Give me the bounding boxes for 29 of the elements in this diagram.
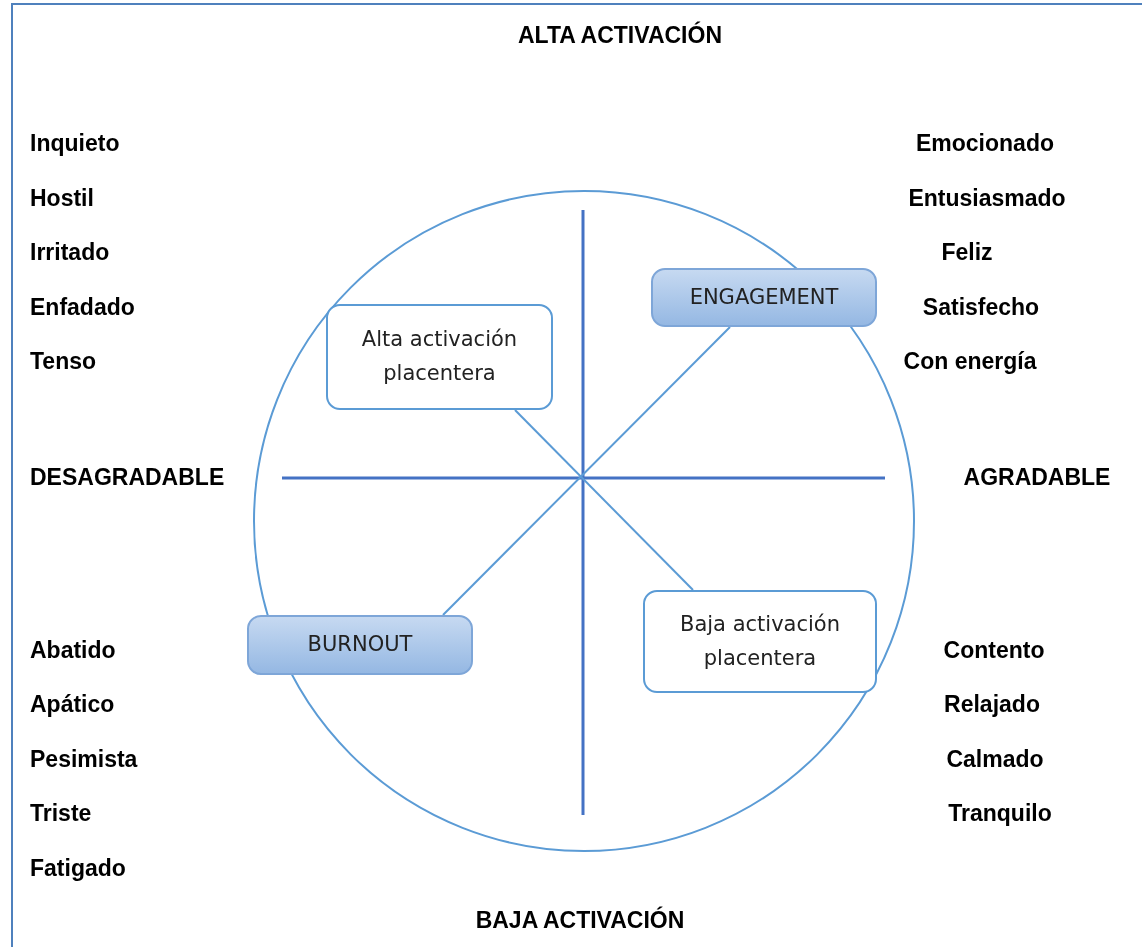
emotion-label: Relajado [944, 692, 1040, 718]
connector-line [514, 409, 694, 591]
emotion-label: Abatido [30, 638, 116, 664]
emotion-label: Con energía [903, 349, 1037, 375]
axis-label: BAJA ACTIVACIÓN [475, 908, 685, 934]
emotion-label: Tranquilo [948, 801, 1052, 827]
highlight-box: ENGAGEMENT [651, 268, 877, 327]
emotion-label: Tenso [30, 349, 97, 375]
rounded-box: Baja activación placentera [643, 590, 877, 693]
emotion-label: Fatigado [30, 856, 126, 882]
emotion-label: Calmado [946, 747, 1044, 773]
emotion-label: Irritado [30, 240, 110, 266]
emotion-label: Emocionado [916, 131, 1054, 157]
emotion-label: Apático [30, 692, 115, 718]
connector-line [442, 326, 731, 616]
emotion-label: Enfadado [30, 295, 135, 321]
emotion-label: Entusiasmado [908, 186, 1066, 212]
emotion-label: Hostil [30, 186, 94, 212]
emotion-label: Contento [943, 638, 1045, 664]
emotion-label: Pesimista [30, 747, 138, 773]
axis-label: DESAGRADABLE [30, 465, 225, 491]
emotion-label: Feliz [941, 240, 993, 266]
highlight-box: BURNOUT [247, 615, 473, 675]
rounded-box: Alta activación placentera [326, 304, 553, 410]
emotion-label: Satisfecho [922, 295, 1040, 321]
emotion-label: Inquieto [30, 131, 120, 157]
emotion-label: Triste [30, 801, 92, 827]
axis-label: AGRADABLE [963, 465, 1111, 491]
axis-label: ALTA ACTIVACIÓN [518, 23, 722, 49]
